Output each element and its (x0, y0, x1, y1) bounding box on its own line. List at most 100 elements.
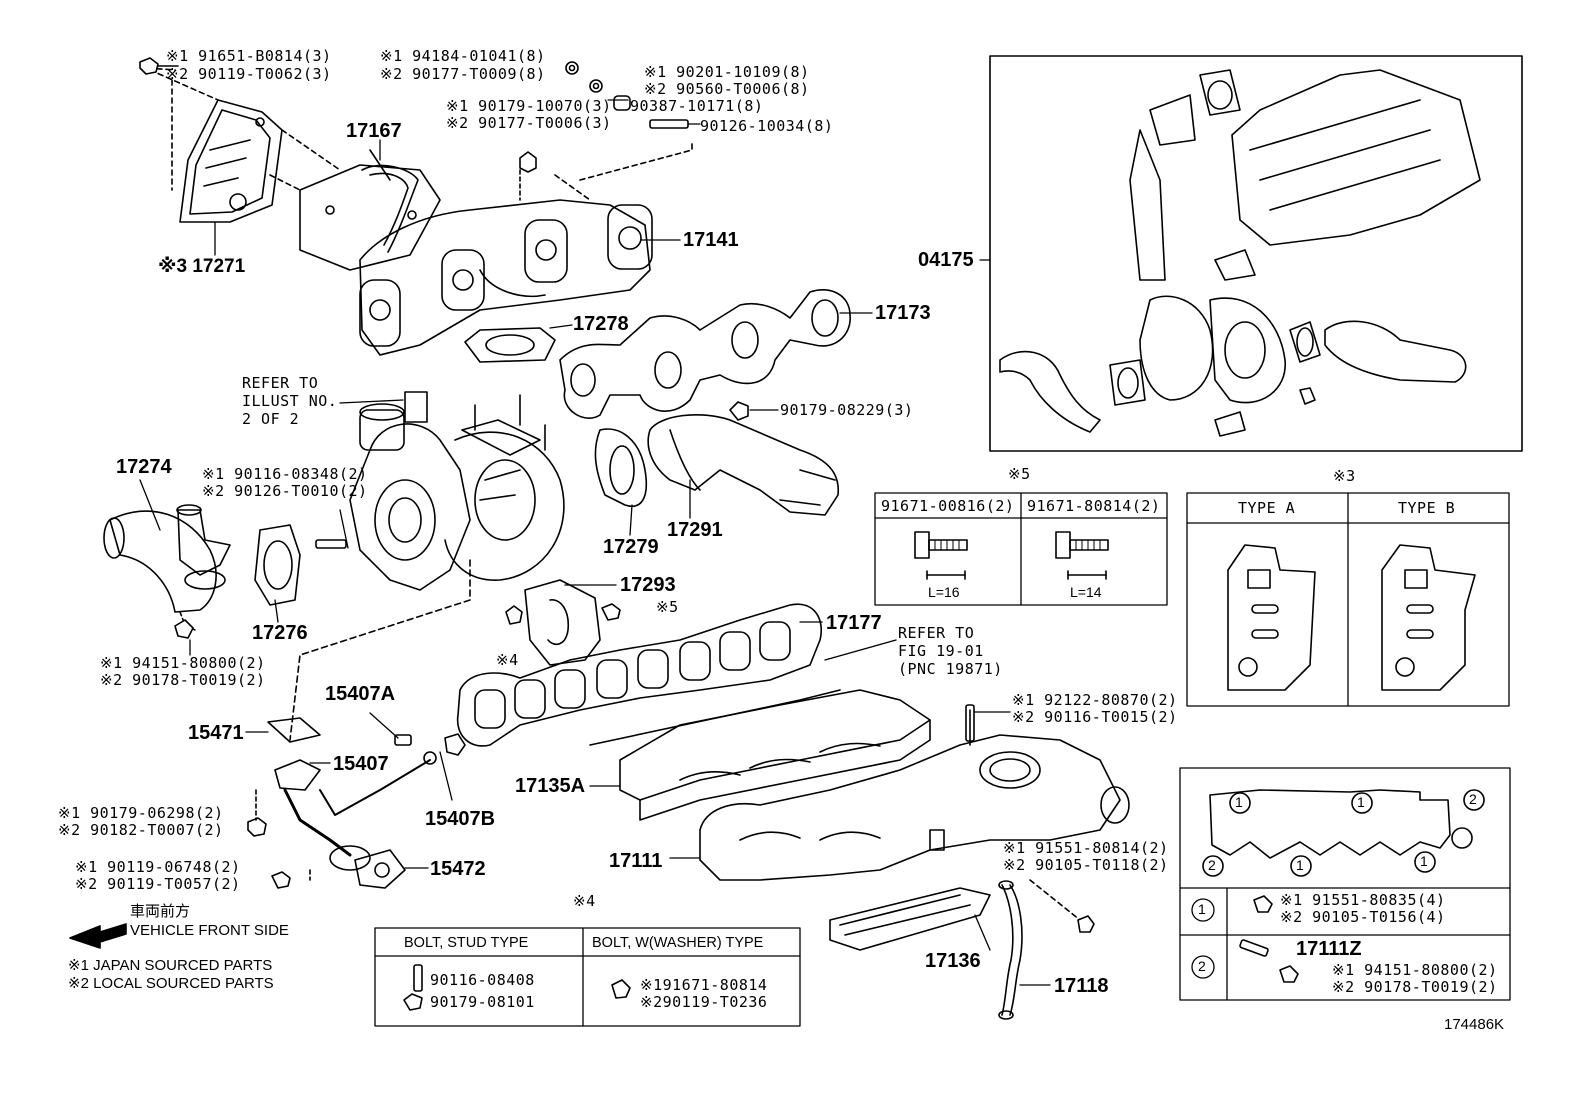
turbocharger (289, 391, 565, 741)
table17111-91551-80835: ※1 91551-80835(4) (1280, 891, 1446, 909)
stud-90116-08348 (315, 539, 347, 549)
label-94151-80800: ※1 94151-80800(2) (100, 654, 266, 672)
egr-pipe-15407 (274, 751, 437, 871)
label-90179-06298: ※1 90179-06298(2) (58, 804, 224, 822)
table5-mark: ※5 (1008, 465, 1031, 483)
gasket-17278 (464, 327, 556, 363)
stud-17111Z-icon (1239, 939, 1269, 957)
table3-type-b: TYPE B (1398, 499, 1456, 517)
intake-manifold-17135A (589, 689, 931, 821)
table4-bolt-91671-80814: ※191671-80814 (640, 976, 768, 994)
table-mark3-frame (1186, 492, 1510, 707)
part-number-17291: 17291 (667, 519, 723, 541)
gasket-17276 (254, 524, 301, 606)
table17111-marker-1a: 1 (1235, 794, 1243, 810)
label-90178-t0019: ※2 90178-T0019(2) (100, 671, 266, 689)
table17111-marker-1c: 1 (1296, 857, 1304, 873)
front-arrow-icon (69, 923, 127, 949)
table4-nut-90179-08101: 90179-08101 (430, 993, 535, 1011)
label-90387: 90387-10171(8) (630, 97, 764, 115)
stud-92122 (965, 704, 975, 742)
gasket-17177 (456, 603, 822, 747)
note-local-sourced: ※2 LOCAL SOURCED PARTS (68, 975, 274, 992)
part-number-17173: 17173 (875, 302, 931, 324)
label-90182-t0007: ※2 90182-T0007(2) (58, 821, 224, 839)
label-90126: 90126-10034(8) (700, 117, 834, 135)
gasket-17279 (594, 428, 647, 507)
bolt-90179-08229 (729, 401, 749, 421)
insulator-type-a (1227, 544, 1316, 691)
table4-header-stud: BOLT, STUD TYPE (404, 935, 529, 951)
table4-stud-90116-08408: 90116-08408 (430, 971, 535, 989)
part-15407B (444, 733, 466, 756)
stud-90116-08408-icon (413, 964, 423, 992)
table-mark4-frame (374, 927, 801, 1027)
leader-lines (139, 99, 1051, 986)
table5-length-14: L=14 (1070, 584, 1102, 600)
label-90177-t0009: ※2 90177-T0009(8) (380, 65, 546, 83)
table-mark5-frame (874, 492, 1168, 606)
part-number-04175: 04175 (918, 249, 974, 271)
table-17111-frame (1179, 767, 1511, 1001)
table17111-94151-80800: ※1 94151-80800(2) (1332, 961, 1498, 979)
bolt-91551-80835-icon (1253, 895, 1273, 913)
part-number-17135A: 17135A (515, 775, 586, 797)
table4-mark: ※4 (573, 892, 596, 910)
nut-90179-08101-icon (403, 993, 423, 1011)
table3-mark: ※3 (1333, 467, 1356, 485)
part-number-17274: 17274 (116, 456, 172, 478)
table4-bolt-90119-t0236: ※290119-T0236 (640, 993, 768, 1011)
bolt-91671-80814-icon (611, 979, 631, 999)
label-90179-10070: ※1 90179-10070(3) (446, 97, 612, 115)
table17111-marker-2a: 2 (1469, 791, 1477, 807)
label-90126-t0010: ※2 90126-T0010(2) (202, 482, 368, 500)
label-90116-08348: ※1 90116-08348(2) (202, 465, 368, 483)
insulator-type-b (1381, 544, 1476, 691)
label-90560: ※2 90560-T0006(8) (644, 80, 810, 98)
plate-15471 (267, 717, 321, 743)
table5-col1-header: 91671-00816(2) (881, 497, 1015, 515)
table3-type-a: TYPE A (1238, 499, 1296, 517)
label-90119-t0057: ※2 90119-T0057(2) (75, 875, 241, 893)
table17111-90178-t0019: ※2 90178-T0019(2) (1332, 978, 1498, 996)
part-number-17141: 17141 (683, 229, 739, 251)
part-number-15471: 15471 (188, 722, 244, 744)
bolt-90119-06748 (271, 871, 291, 889)
washer-90201 (589, 79, 603, 93)
manifold-17111-outline (1202, 789, 1485, 877)
label-91551-80814: ※1 91551-80814(2) (1003, 839, 1169, 857)
table17111-marker-2b: 2 (1208, 857, 1216, 873)
exhaust-manifold-17141 (359, 139, 693, 356)
kit-04175-frame (989, 55, 1523, 452)
table5-col2-header: 91671-80814(2) (1027, 497, 1161, 515)
label-90119-t0062: ※2 90119-T0062(3) (166, 65, 332, 83)
bracket-17293 (524, 579, 601, 666)
refer-illust-note: REFER TO ILLUST NO. 2 OF 2 (242, 374, 338, 428)
pipe-17274 (103, 504, 231, 639)
table17111-marker-1b: 1 (1357, 794, 1365, 810)
label-90201: ※1 90201-10109(8) (644, 63, 810, 81)
pipe-17291 (647, 414, 840, 516)
label-90119-06748: ※1 90119-06748(2) (75, 858, 241, 876)
vehicle-front-jp: 車両前方 (130, 903, 191, 920)
gasket-15472 (354, 849, 406, 889)
gasket-17173 (559, 289, 851, 419)
bolt-15407A (394, 734, 412, 746)
label-90105-t0118: ※2 90105-T0118(2) (1003, 856, 1169, 874)
table5-length-16: L=16 (928, 584, 960, 600)
note-japan-sourced: ※1 JAPAN SOURCED PARTS (68, 957, 273, 974)
table17111-90105-t0156: ※2 90105-T0156(4) (1280, 908, 1446, 926)
part-number-17279: 17279 (603, 536, 659, 558)
bolt-91671-80814-drawing (1055, 531, 1109, 580)
vehicle-front-en: VEHICLE FRONT SIDE (130, 922, 289, 939)
part-number-15407A: 15407A (325, 683, 396, 705)
refer-fig-note: REFER TO FIG 19-01 (PNC 19871) (898, 624, 1003, 678)
part-number-15407B: 15407B (425, 808, 496, 830)
part-number-17111: 17111 (609, 850, 663, 872)
bolt-91671-00816-drawing (914, 531, 968, 580)
diagram-id: 174486K (1444, 1016, 1505, 1033)
mark5-callout: ※5 (656, 598, 679, 616)
label-91651: ※1 91651-B0814(3) (166, 47, 332, 65)
part-number-17111Z: 17111Z (1296, 938, 1362, 960)
